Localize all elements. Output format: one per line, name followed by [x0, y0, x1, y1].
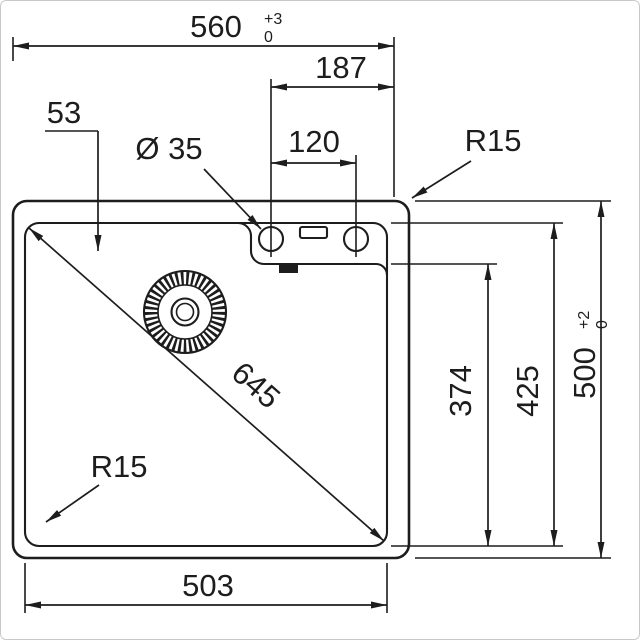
drain-plug-outer: [170, 297, 200, 327]
drain-inner-ring: [157, 284, 213, 340]
overflow-slot: [298, 225, 329, 240]
dim-overall-depth-text: 500: [567, 347, 602, 399]
label-radius-outer-text: R15: [465, 123, 522, 158]
label-radius-outer: R15: [411, 123, 522, 199]
dim-bowl-depth-ledge-text: 374: [443, 365, 478, 417]
dim-overall-depth: 500 +2 0: [415, 200, 611, 559]
dim-bowl-width-text: 503: [182, 568, 234, 603]
label-hole-diameter: Ø 35: [135, 131, 262, 230]
leader-line: [45, 484, 100, 523]
leader-line: [203, 168, 262, 230]
dim-tap-zone: 187: [270, 50, 394, 257]
dim-bowl-depth-full: 425: [391, 222, 563, 547]
dim-tap-zone-text: 187: [315, 50, 367, 85]
dim-overall-width-tol-lower: 0: [264, 29, 273, 46]
dim-bowl-depth-full-text: 425: [510, 365, 545, 417]
dim-bowl-width: 503: [24, 563, 388, 613]
dim-hole-offset: 53: [45, 95, 102, 251]
dim-overall-depth-tol-lower: 0: [594, 320, 611, 329]
dim-overall-width-tol-upper: +3: [264, 11, 282, 28]
leader-line: [411, 160, 472, 199]
label-radius-bowl-text: R15: [91, 449, 148, 484]
ledge-notch: [279, 265, 298, 273]
dim-bowl-diagonal-text: 645: [225, 355, 287, 415]
label-radius-bowl: R15: [45, 449, 148, 523]
dim-overall-depth-tol-upper: +2: [576, 311, 593, 329]
dim-bowl-depth-ledge: 374: [391, 263, 497, 546]
drain-plug-inner: [175, 302, 195, 322]
dim-hole-spacing-text: 120: [288, 124, 340, 159]
dim-hole-offset-text: 53: [47, 95, 81, 130]
dim-bowl-diagonal: 645: [28, 227, 385, 542]
drain-knurled-ring: [144, 271, 226, 353]
bowl-rim-outline: [23, 221, 389, 548]
dim-overall-width-text: 560: [190, 9, 242, 44]
label-hole-diameter-text: Ø 35: [135, 131, 202, 166]
dim-overall-width: 560 +3 0: [12, 9, 395, 197]
sink-outline: [11, 199, 411, 560]
dimension-line: [28, 227, 385, 542]
dim-hole-spacing: 120: [271, 124, 357, 257]
